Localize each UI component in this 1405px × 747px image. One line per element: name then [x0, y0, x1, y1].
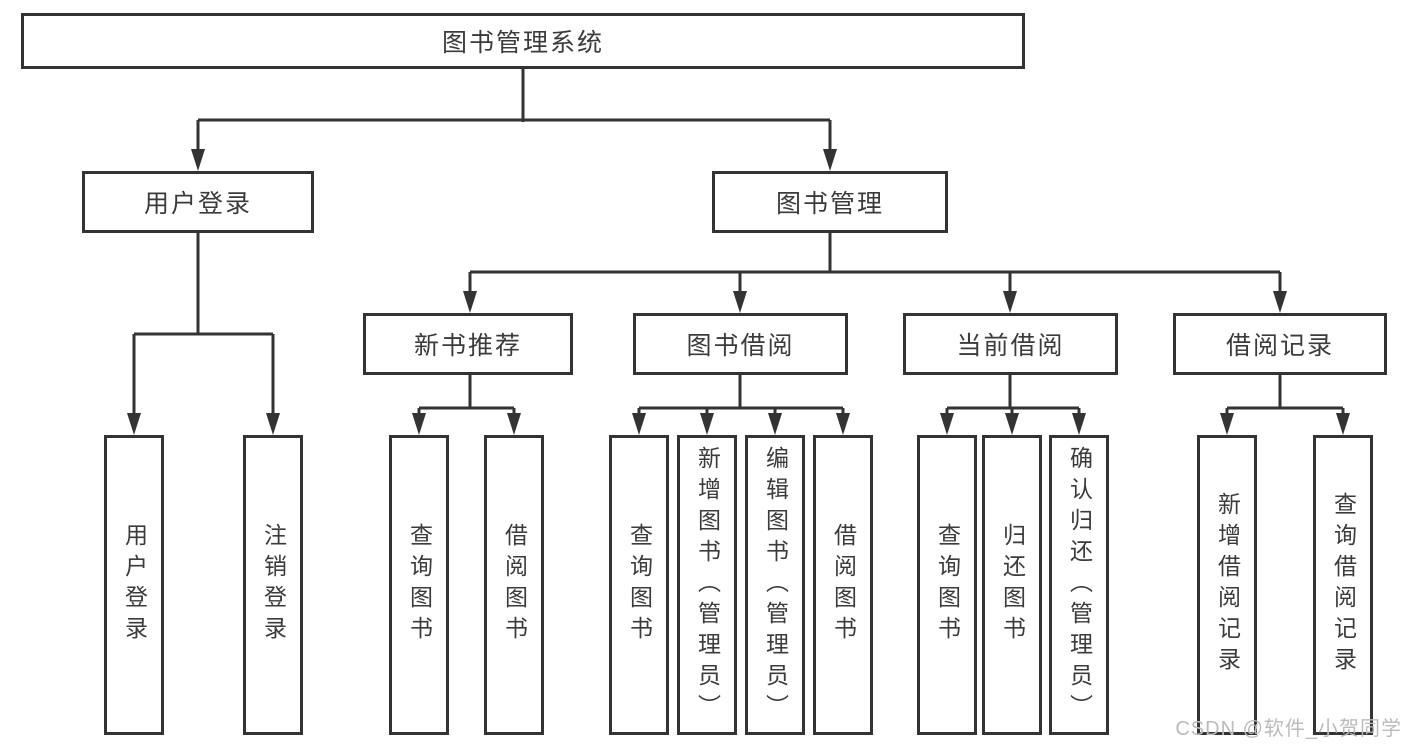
node-borrow-records: 借阅记录 [1173, 313, 1387, 375]
leaf-add-book-admin: 新增图书（管理员） [677, 435, 737, 735]
leaf-return-book: 归还图书 [982, 435, 1042, 735]
leaf-query-books-3: 查询图书 [917, 435, 977, 735]
node-root-system: 图书管理系统 [21, 13, 1025, 69]
leaf-user-login: 用户登录 [104, 435, 164, 735]
node-book-management: 图书管理 [712, 171, 948, 233]
leaf-query-books-2: 查询图书 [609, 435, 669, 735]
node-book-borrow: 图书借阅 [633, 313, 848, 375]
leaf-edit-book-admin: 编辑图书（管理员） [745, 435, 805, 735]
leaf-borrow-books-1: 借阅图书 [484, 435, 544, 735]
leaf-add-borrow-record: 新增借阅记录 [1197, 435, 1257, 735]
leaf-query-borrow-record: 查询借阅记录 [1313, 435, 1373, 735]
node-user-login: 用户登录 [82, 171, 314, 233]
node-current-borrow: 当前借阅 [903, 313, 1118, 375]
leaf-logout: 注销登录 [243, 435, 303, 735]
leaf-query-books-1: 查询图书 [389, 435, 449, 735]
node-new-book-recommend: 新书推荐 [363, 313, 573, 375]
leaf-borrow-books-2: 借阅图书 [813, 435, 873, 735]
leaf-confirm-return-admin: 确认归还（管理员） [1049, 435, 1109, 735]
csdn-watermark: CSDN @软件_小贺同学 [1175, 718, 1402, 740]
